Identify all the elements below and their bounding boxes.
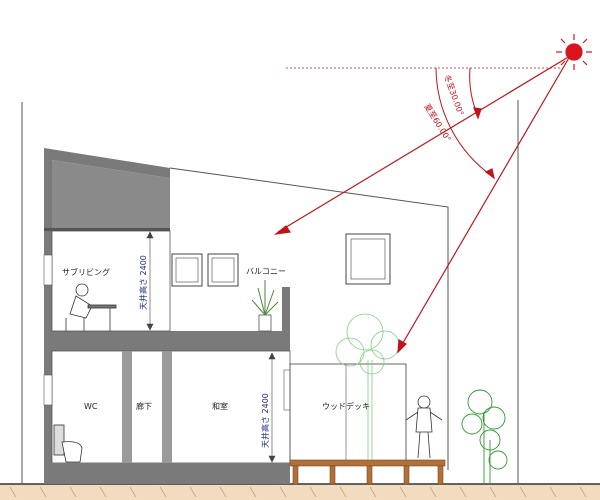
label-japanese-room: 和室 (212, 401, 228, 411)
building (43, 148, 449, 484)
person-icon (405, 395, 443, 459)
facade-windows (171, 233, 391, 287)
label-wood-deck: ウッドデッキ (322, 401, 370, 411)
plant-icon (251, 280, 279, 332)
label-ceiling-lower: 天井高さ 2400 (260, 393, 270, 448)
label-wc: WC (84, 402, 98, 411)
label-corridor: 廊下 (136, 401, 152, 411)
label-ceiling-upper: 天井高さ 2400 (138, 255, 148, 310)
ceiling-dimension-upper (146, 231, 154, 331)
ceiling-dimension-lower (268, 352, 276, 463)
label-sub-living: サブリビング (62, 267, 110, 277)
label-balcony: バルコニー (246, 267, 286, 276)
wood-deck (289, 459, 446, 485)
tree-icon (335, 313, 400, 460)
ground (0, 483, 600, 500)
sun-rays (273, 55, 571, 354)
sun-icon (556, 34, 592, 70)
tree-icon (461, 389, 508, 484)
person-icon (65, 283, 117, 331)
label-winter-solstice-angle: 冬至30.00° (442, 73, 466, 117)
toilet-icon (53, 424, 83, 463)
